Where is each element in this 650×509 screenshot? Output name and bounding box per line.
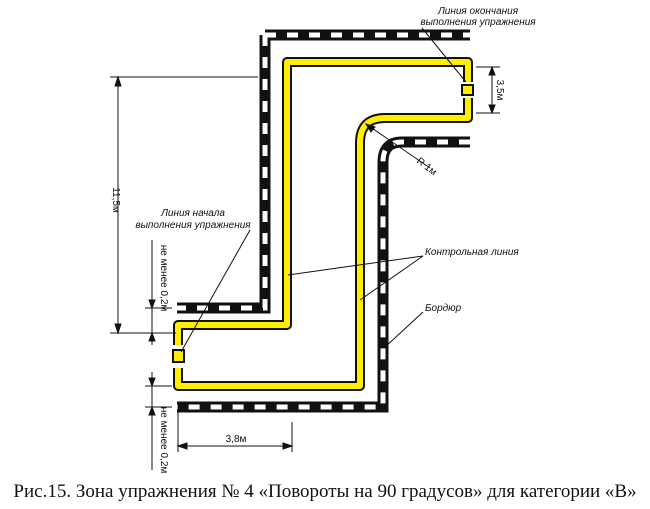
end-line-markers	[461, 84, 474, 96]
control-line	[173, 57, 473, 391]
control-line-leader	[287, 255, 424, 276]
height-dimension-label: 11,5м	[110, 187, 121, 213]
border-label: Бордюр	[425, 303, 462, 314]
border-leader	[383, 311, 424, 349]
end-zone-dimension-label: 3,5м	[494, 80, 505, 101]
min-gap-top-label: не менее 0,2м	[158, 245, 169, 312]
border-right	[177, 136, 470, 413]
radius-label: R 1м	[414, 156, 439, 179]
dimension-width	[176, 412, 294, 452]
radius-marker	[364, 123, 431, 169]
start-line-label-1: Линия начала	[160, 208, 225, 219]
end-line-label-1: Линия окончания	[437, 6, 519, 17]
border-right-dashes	[177, 139, 470, 410]
dimension-height	[110, 75, 258, 335]
dimension-min-gap-top	[145, 240, 172, 345]
min-gap-bottom-label: не менее 0,2м	[158, 407, 169, 474]
exercise-zone-diagram: 11,5м не менее 0,2м не менее 0,2м 3,8м 3…	[110, 6, 536, 474]
start-line-leader	[180, 229, 251, 353]
dimension-min-gap-bottom	[145, 372, 172, 470]
start-line-markers	[172, 349, 185, 363]
control-line-leader-2	[359, 255, 424, 301]
dimension-end-zone	[476, 65, 500, 115]
start-line-label-2: выполнения упражнения	[135, 220, 251, 231]
figure-caption: Рис.15. Зона упражнения № 4 «Повороты на…	[13, 481, 637, 502]
control-line-upper-fill	[175, 59, 471, 345]
control-line-label: Контрольная линия	[425, 247, 519, 258]
end-line-leader	[421, 27, 467, 83]
end-line-label-2: выполнения упражнения	[420, 17, 536, 28]
width-dimension-label: 3,8м	[226, 434, 247, 445]
